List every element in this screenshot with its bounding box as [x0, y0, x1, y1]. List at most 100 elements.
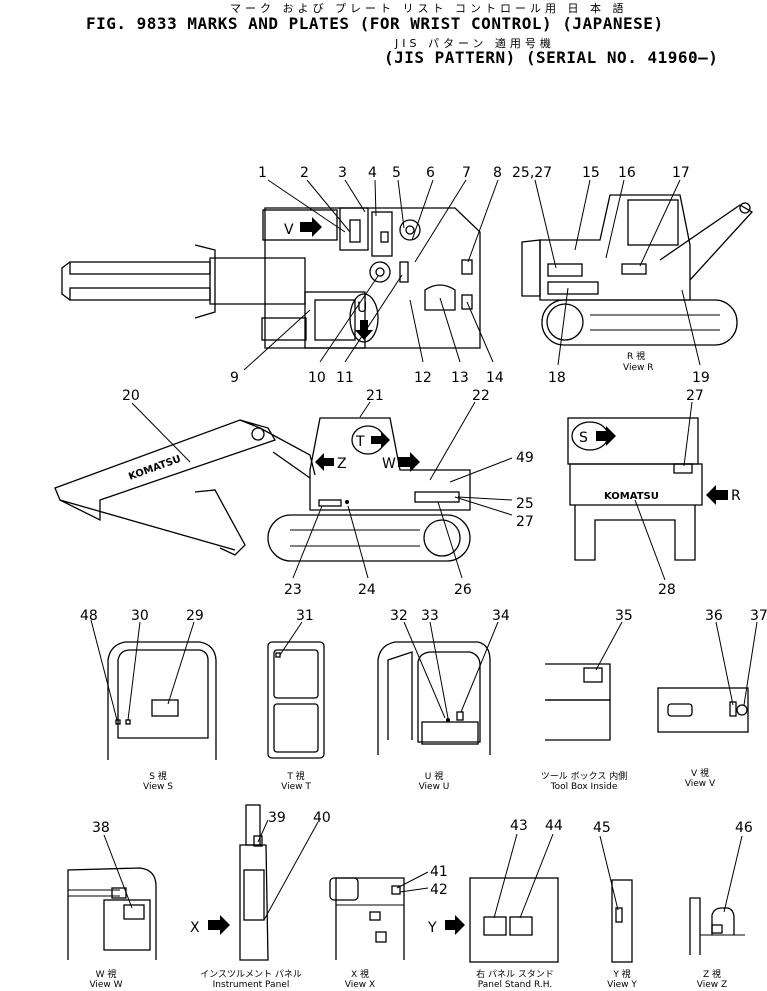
callout-26: 26: [454, 582, 472, 598]
view-v-caption-en: View V: [684, 779, 716, 789]
view-w-caption-jp: W 視: [95, 970, 117, 980]
callout-25: 25: [516, 496, 534, 512]
page-subtitle: (JIS PATTERN) (SERIAL NO. 41960—): [384, 48, 719, 67]
view-v-drawing: [657, 687, 749, 733]
panel-stand-caption-en: Panel Stand R.H.: [477, 980, 553, 990]
rear-view-drawing: S R: [567, 417, 741, 561]
leader-31: [127, 621, 141, 721]
callout-24: 24: [358, 582, 376, 598]
view-t-caption: T 視 View T: [266, 772, 326, 792]
panel-stand-caption-jp: 右 パネル スタンド: [476, 970, 554, 980]
view-u-caption-en: View U: [418, 782, 450, 792]
leader-46: [599, 835, 619, 911]
callout-5: 5: [392, 165, 401, 181]
callout-32: 31: [296, 608, 314, 624]
view-x-drawing: [329, 877, 405, 960]
view-r-callouts: 25,27 15 16 17 18 19: [512, 165, 710, 386]
callout-41: 40: [313, 810, 331, 826]
view-r-caption: View R: [623, 363, 653, 373]
side-view-arrows: T Z W: [315, 425, 420, 472]
callout-29: 28: [658, 582, 676, 598]
instrument-panel-drawing: [239, 804, 269, 961]
view-r-arrow-letter: R: [731, 488, 741, 504]
callout-4: 4: [368, 165, 377, 181]
view-t-arrow-letter: T: [355, 434, 365, 450]
view-u-arrow-letter: U: [357, 300, 367, 316]
leader-36: [595, 621, 623, 671]
callout-9: 9: [230, 370, 239, 386]
view-z-drawing: [689, 897, 745, 955]
view-z-caption-jp: Z 視: [702, 970, 722, 980]
leader-40: [257, 819, 269, 843]
view-t-drawing: [267, 641, 325, 759]
view-u-drawing: [377, 641, 491, 755]
view-r-leaders: [534, 179, 701, 366]
view-w-caption: W 視 View W: [76, 970, 136, 990]
callout-1: 1: [258, 165, 267, 181]
callout-28: 27: [686, 388, 704, 404]
side-view-leaders: [131, 401, 513, 579]
callout-12: 12: [414, 370, 432, 386]
callout-21: 21: [366, 388, 384, 404]
top-view-drawing: V U: [61, 207, 481, 349]
view-u-caption: U 視 View U: [404, 772, 464, 792]
callout-48: 48: [80, 608, 98, 624]
leader-45: [519, 833, 554, 919]
callout-8: 8: [493, 165, 502, 181]
header-japanese-line2: JIS パターン 適用号機: [395, 37, 555, 50]
panel-stand-drawing: [469, 877, 559, 963]
callout-47: 46: [735, 820, 753, 836]
callout-36: 35: [615, 608, 633, 624]
view-x-caption-jp: X 視: [350, 970, 370, 980]
view-x-caption: X 視 View X: [330, 970, 390, 990]
callout-15: 15: [582, 165, 600, 181]
tool-box-caption-en: Tool Box Inside: [550, 782, 618, 792]
leader-43: [399, 887, 429, 893]
leader-42: [396, 871, 429, 889]
callout-17: 17: [672, 165, 690, 181]
view-w-drawing: [67, 867, 157, 960]
view-s-arrow-letter: S: [579, 430, 588, 446]
view-y-caption-en: View Y: [607, 980, 637, 990]
view-z-arrow-letter: Z: [337, 456, 347, 472]
page-title: FIG. 9833 MARKS AND PLATES (FOR WRIST CO…: [86, 14, 664, 33]
leader-29: [634, 499, 666, 581]
header-japanese-line1: マーク および プレート リスト コントロール用 日 本 語: [230, 2, 628, 15]
callout-31: 30: [131, 608, 149, 624]
view-w-arrow-letter: W: [382, 456, 396, 472]
view-v-arrow-letter: V: [284, 222, 294, 238]
leader-32: [279, 621, 303, 656]
callout-3: 3: [338, 165, 347, 181]
leader-48: [90, 619, 118, 721]
view-x-arrow-letter: X: [190, 920, 200, 936]
callout-19: 19: [692, 370, 710, 386]
callout-46: 45: [593, 820, 611, 836]
side-view-drawing: [54, 417, 471, 562]
instrument-panel-caption-jp: インスツルメント パネル: [200, 970, 302, 980]
callout-43: 42: [430, 882, 448, 898]
callout-11: 11: [336, 370, 354, 386]
top-view-callouts: 1 2 3 4 5 6 7 8 9 10 11 12 13 14: [230, 165, 504, 386]
view-y-caption: Y 視 View Y: [592, 970, 652, 990]
view-y-drawing: [611, 879, 633, 963]
callout-6: 6: [426, 165, 435, 181]
callout-40: 39: [268, 810, 286, 826]
callout-45: 44: [545, 818, 563, 834]
callout-25-27: 25,27: [512, 165, 552, 181]
leader-38: [743, 621, 758, 706]
side-view-callouts: 20 21 22 49 25 27 23 24 26: [122, 388, 534, 598]
leader-39: [103, 834, 133, 909]
counterweight-brand-label: KOMATSU: [604, 491, 659, 502]
callout-7: 7: [462, 165, 471, 181]
callout-14: 14: [486, 370, 504, 386]
view-y-arrow: Y: [427, 915, 465, 936]
leader-30: [167, 621, 195, 705]
leader-37: [715, 621, 734, 706]
callout-39: 38: [92, 820, 110, 836]
callout-49: 49: [516, 450, 534, 466]
view-z-caption: Z 視 View Z: [682, 970, 742, 990]
view-z-caption-en: View Z: [696, 980, 728, 990]
view-v-caption: V 視 View V: [670, 769, 730, 789]
callout-23: 23: [284, 582, 302, 598]
